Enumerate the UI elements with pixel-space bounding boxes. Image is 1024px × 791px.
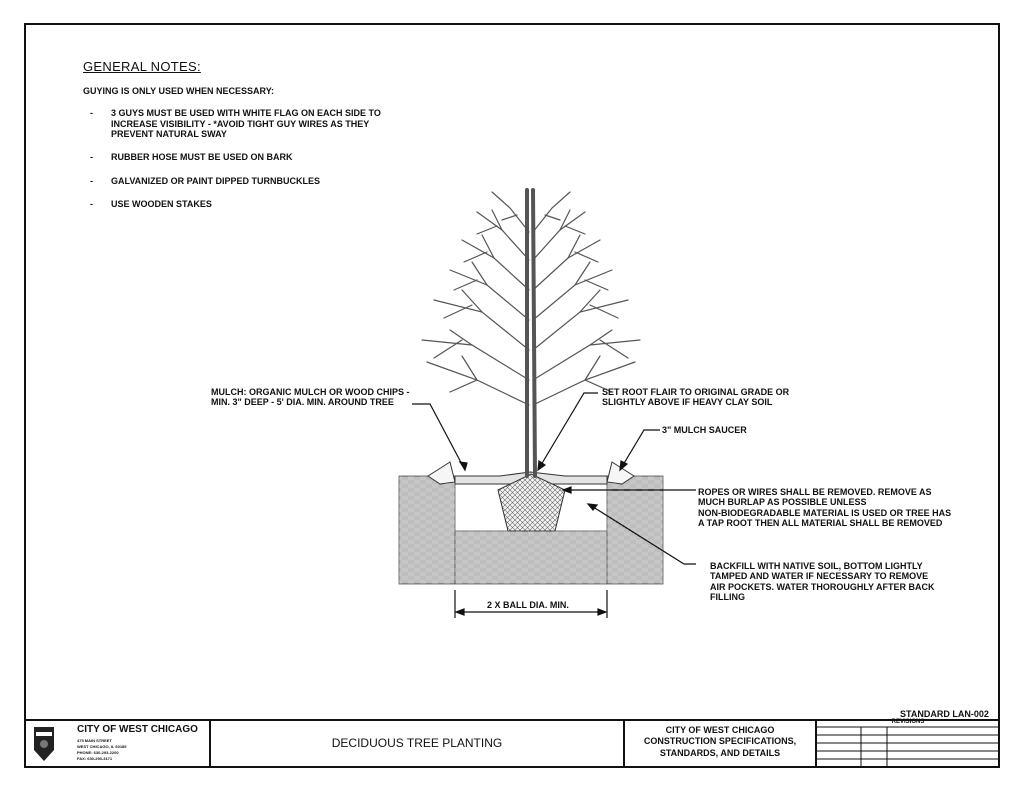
leader-lines [412, 392, 696, 565]
notes-list: 3 GUYS MUST BE USED WITH WHITE FLAG ON E… [83, 108, 411, 209]
soil-right-wall [606, 475, 664, 585]
city-seal-icon [34, 727, 54, 761]
org-address-line: 475 MAIN STREET [77, 738, 112, 743]
revisions-label: REVISIONS [891, 719, 925, 725]
backfill-callout: BACKFILL WITH NATIVE SOIL, BOTTOM LIGHTL… [710, 561, 935, 603]
dimension-line [454, 590, 608, 618]
revisions-grid [817, 726, 999, 767]
ropes-callout: ROPES OR WIRES SHALL BE REMOVED. REMOVE … [698, 487, 952, 529]
soil-bottom [454, 530, 608, 585]
general-notes-heading: GENERAL NOTES: [83, 59, 201, 74]
dimension-label: 2 X BALL DIA. MIN. [487, 600, 569, 610]
drawing-title: DECIDUOUS TREE PLANTING [331, 736, 503, 750]
org-address-line: WEST CHICAGO, IL 60185 [77, 744, 127, 749]
root-flair-callout: SET ROOT FLAIR TO ORIGINAL GRADE OR SLIG… [602, 387, 790, 408]
revisions-table: REVISIONS [817, 719, 999, 767]
note-item: 3 GUYS MUST BE USED WITH WHITE FLAG ON E… [83, 108, 411, 139]
tree-canopy [421, 188, 641, 478]
title-block: CITY OF WEST CHICAGO 475 MAIN STREET WES… [25, 719, 999, 767]
mulch-saucer-callout: 3" MULCH SAUCER [662, 425, 747, 435]
general-notes: GENERAL NOTES: GUYING IS ONLY USED WHEN … [83, 59, 411, 222]
org-cell: CITY OF WEST CHICAGO 475 MAIN STREET WES… [25, 719, 211, 767]
soil-left-wall [398, 475, 456, 585]
title-cell: DECIDUOUS TREE PLANTING [211, 719, 625, 767]
soil-section [398, 475, 664, 585]
title-block-rule [25, 719, 999, 767]
spec-cell: CITY OF WEST CHICAGO CONSTRUCTION SPECIF… [625, 719, 817, 767]
guying-intro: GUYING IS ONLY USED WHEN NECESSARY: [83, 85, 275, 96]
mulch-callout: MULCH: ORGANIC MULCH OR WOOD CHIPS - MIN… [211, 387, 410, 408]
org-fax: FAX: 630-293-3171 [77, 756, 113, 761]
spec-text: CITY OF WEST CHICAGO CONSTRUCTION SPECIF… [643, 725, 797, 758]
drawing-sheet-border [24, 23, 1000, 768]
standard-number: STANDARD LAN-002 [900, 709, 989, 719]
note-item: USE WOODEN STAKES [83, 199, 411, 210]
org-phone: PHONE: 630-293-2200 [77, 750, 119, 755]
note-item: RUBBER HOSE MUST BE USED ON BARK [83, 152, 411, 163]
org-name: CITY OF WEST CHICAGO [77, 724, 198, 735]
note-item: GALVANIZED OR PAINT DIPPED TURNBUCKLES [83, 176, 411, 187]
